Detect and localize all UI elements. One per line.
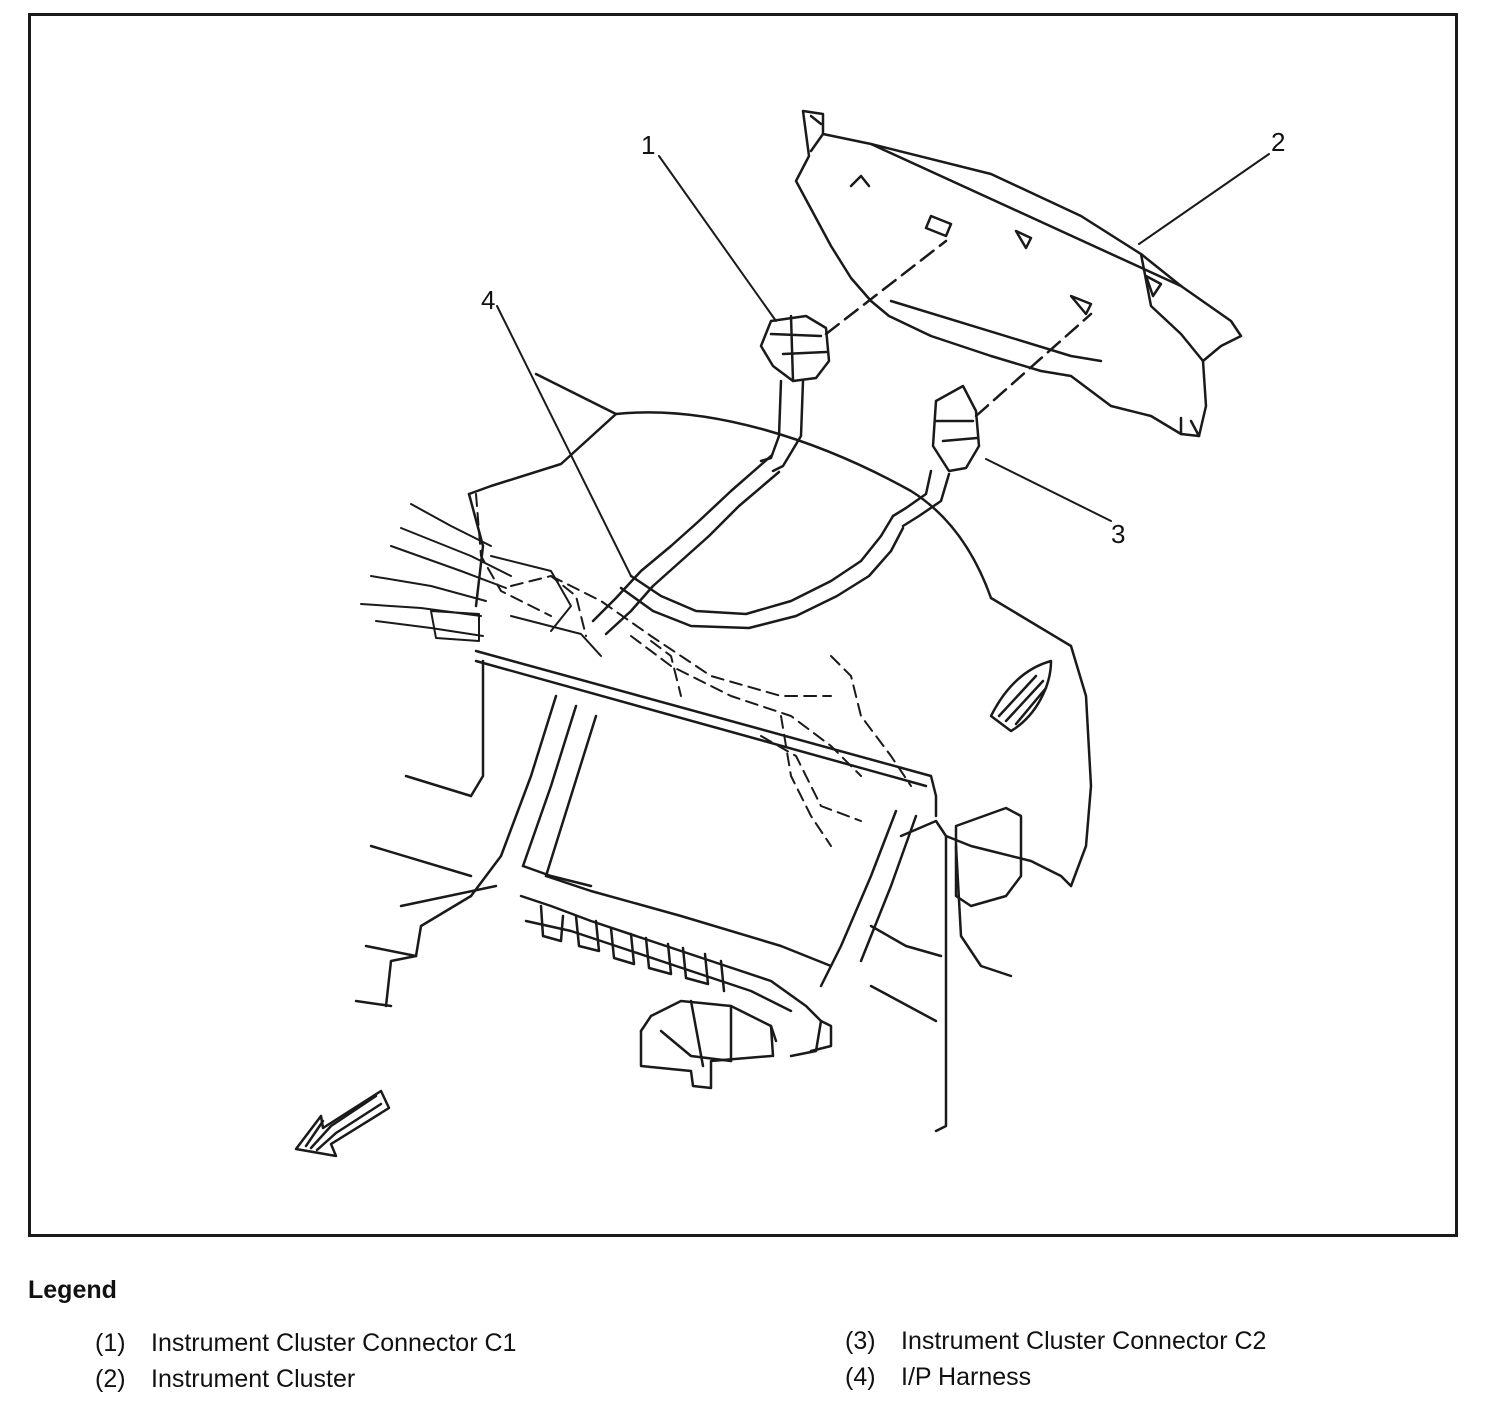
legend-item-number: (4): [845, 1363, 876, 1391]
connector-c2: [891, 384, 981, 528]
ip-harness: [591, 454, 905, 636]
diagram-frame: 1 2 3 4: [28, 13, 1458, 1237]
legend-item-label: Instrument Cluster Connector C1: [151, 1329, 517, 1357]
hidden-structure: [475, 493, 912, 847]
legend-item-label: I/P Harness: [901, 1363, 1032, 1391]
legend-item-3: (3) Instrument Cluster Connector C2: [845, 1327, 1266, 1356]
legend-item-label: Instrument Cluster: [151, 1365, 356, 1393]
leader-lines: [496, 153, 1270, 577]
callout-1: 1: [641, 130, 655, 160]
legend-item-1: (1) Instrument Cluster Connector C1: [95, 1329, 516, 1358]
lower-dash: [354, 659, 1073, 1133]
legend-item-2: (2) Instrument Cluster: [95, 1365, 355, 1394]
connector-c1: [759, 314, 831, 473]
legend-item-number: (2): [95, 1365, 126, 1393]
left-wiring-bundle: [360, 503, 602, 657]
callout-3: 3: [1111, 519, 1125, 549]
callout-2: 2: [1271, 127, 1285, 157]
side-vent: [954, 806, 1023, 908]
lower-console: [519, 894, 833, 1090]
legend-item-number: (3): [845, 1327, 876, 1355]
center-vent: [989, 659, 1053, 733]
legend-item-4: (4) I/P Harness: [845, 1363, 1031, 1392]
instrument-panel-illustration: 1 2 3 4: [294, 109, 1285, 1158]
legend-item-number: (1): [95, 1329, 126, 1357]
instrument-cluster: [794, 109, 1243, 438]
front-direction-arrow-icon: [294, 1089, 391, 1158]
legend-item-label: Instrument Cluster Connector C2: [901, 1327, 1267, 1355]
callout-4: 4: [481, 285, 495, 315]
legend-title: Legend: [28, 1276, 117, 1304]
alignment-lines: [824, 239, 1093, 418]
